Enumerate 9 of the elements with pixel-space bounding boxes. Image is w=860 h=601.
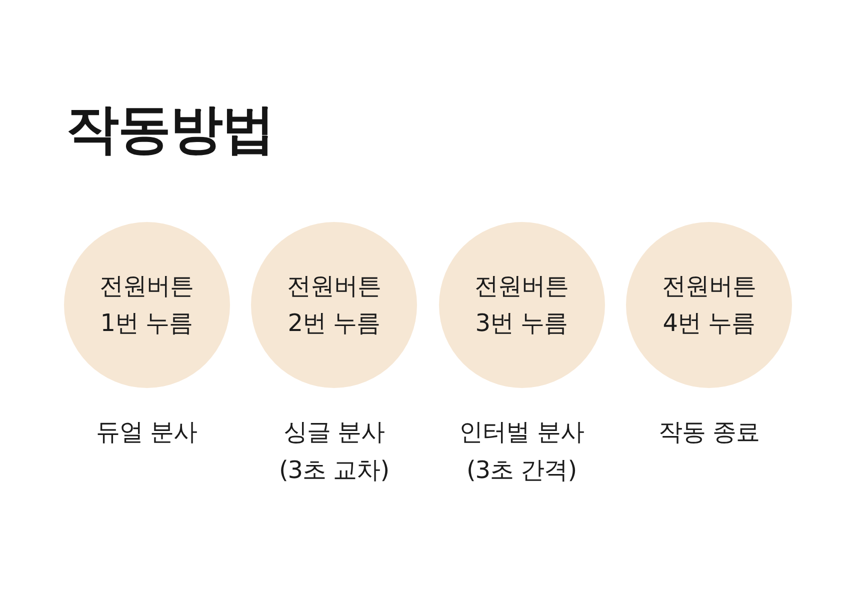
step-result: 싱글 분사 (3초 교차) <box>278 417 390 486</box>
step-label: 전원버튼 1번 누름 <box>98 270 194 338</box>
step-label: 전원버튼 4번 누름 <box>661 270 757 338</box>
step-label: 전원버튼 2번 누름 <box>286 270 382 338</box>
title: 작동방법 <box>66 98 274 162</box>
step-result: 듀얼 분사 <box>94 417 198 448</box>
step-result: 작동 종료 <box>657 417 761 448</box>
step-label: 전원버튼 3번 누름 <box>474 270 570 338</box>
step-result: 인터벌 분사 (3초 간격) <box>458 417 585 486</box>
